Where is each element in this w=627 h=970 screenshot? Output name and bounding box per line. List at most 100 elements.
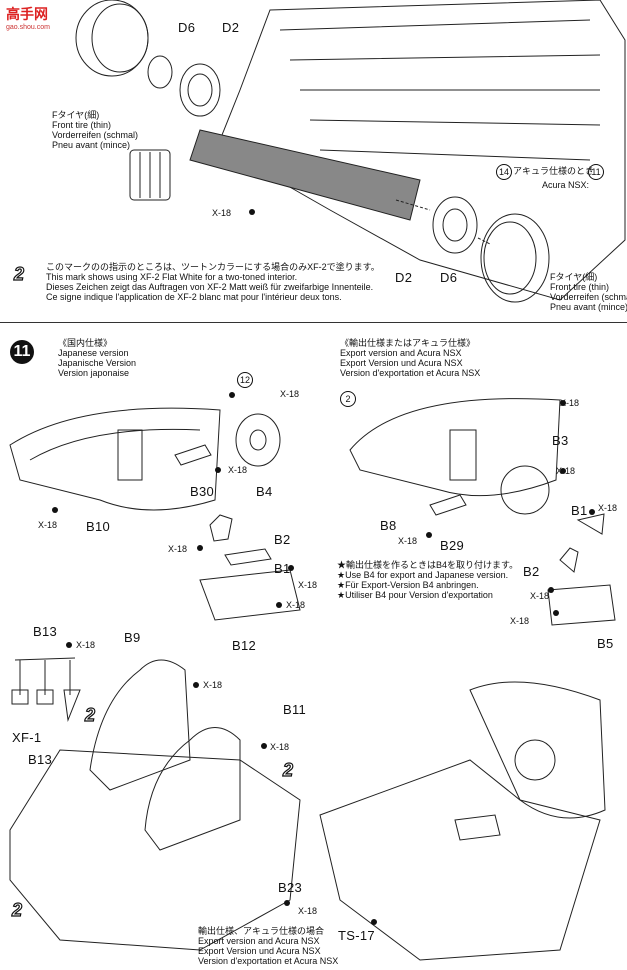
console-b5 — [547, 584, 616, 626]
esn-en: Export version and Acura NSX — [198, 936, 320, 946]
two-tone-mark-floor: 2 — [11, 899, 23, 920]
x18-left-f: X-18 — [286, 600, 306, 610]
ev-jp: 《輸出仕様またはアキュラ仕様》 — [340, 338, 476, 348]
part-b1-right: B1 — [571, 503, 588, 518]
jv-en: Japanese version — [58, 348, 129, 358]
part-b29: B29 — [440, 538, 465, 553]
seat-b11 — [144, 727, 241, 851]
x18-bottom-d: X-18 — [298, 906, 318, 916]
esn-jp: 輸出仕様、アキュラ仕様の場合 — [198, 926, 325, 936]
front-tire-right-label: Fタイヤ(細) Front tire (thin) Vorderreifen (… — [550, 272, 627, 312]
part-b23: B23 — [278, 880, 303, 895]
part-b8: B8 — [380, 518, 397, 533]
x18-bottom-a: X-18 — [76, 640, 96, 650]
step-number: 11 — [10, 340, 34, 364]
two-tone-fr: Ce signe indique l'application de XF-2 b… — [46, 292, 342, 302]
part-d2-top: D2 — [222, 20, 240, 35]
part-d6-top: D6 — [178, 20, 196, 35]
chassis-top — [219, 0, 626, 301]
x18-left-b: X-18 — [228, 465, 248, 475]
pedal-assembly — [14, 657, 76, 695]
part-xf1: XF-1 — [12, 730, 42, 745]
tire-left-de: Vorderreifen (schmal) — [52, 130, 139, 140]
tire-left-jp: Fタイヤ(細) — [52, 110, 100, 120]
part-b1-left: B1 — [274, 561, 291, 576]
tire-left-en: Front tire (thin) — [52, 120, 112, 130]
seat-b9 — [89, 659, 191, 791]
jv-de: Japanische Version — [58, 358, 137, 368]
tire-right-fr: Pneu avant (mince) — [550, 302, 627, 312]
x18-right-f: X-18 — [510, 616, 530, 626]
part-b9: B9 — [124, 630, 141, 645]
two-tone-mark-seat2: 2 — [282, 759, 294, 780]
b4-note-en: ★Use B4 for export and Japanese version. — [337, 570, 509, 580]
ref-2: 2 — [340, 391, 356, 407]
part-ts17: TS-17 — [338, 928, 375, 943]
x18-right-d: X-18 — [398, 536, 418, 546]
b4-note-fr: ★Utiliser B4 pour Version d'exportation — [337, 590, 493, 600]
part-d2-right: D2 — [395, 270, 413, 285]
steering-wheel-b4 — [235, 413, 281, 467]
part-b4: B4 — [256, 484, 273, 499]
front-bumper — [189, 129, 421, 221]
dashboard-export — [349, 398, 561, 497]
column-b29 — [429, 494, 467, 516]
watermark-brand: 高手网 — [6, 6, 48, 22]
tread-pattern — [129, 149, 171, 201]
front-tire-left-label: Fタイヤ(細) Front tire (thin) Vorderreifen (… — [52, 110, 138, 150]
japanese-version-label: 《国内仕様》 Japanese version Japanische Versi… — [58, 338, 136, 378]
part-b12: B12 — [232, 638, 257, 653]
tire-right-en: Front tire (thin) — [550, 282, 610, 292]
x18-right-c: X-18 — [598, 503, 618, 513]
column-b30 — [174, 444, 212, 466]
part-b2-left: B2 — [274, 532, 291, 547]
front-tire-right — [480, 213, 550, 303]
floor-pan — [9, 749, 301, 951]
two-tone-jp: このマークのの指示のところは、ツートンカラーにする場合のみXF-2で塗ります。 — [46, 262, 380, 272]
export-version-label: 《輸出仕様またはアキュラ仕様》 Export version and Acura… — [340, 338, 480, 378]
console-b12 — [199, 569, 301, 621]
ev-fr: Version d'exportation et Acura NSX — [340, 368, 481, 378]
wheel-d2-left — [179, 63, 221, 117]
ev-en: Export version and Acura NSX — [340, 348, 462, 358]
jv-jp: 《国内仕様》 — [58, 338, 113, 348]
x18-left-a: X-18 — [280, 389, 300, 399]
x18-bottom-b: X-18 — [203, 680, 223, 690]
ref-14: 14 — [496, 164, 512, 180]
esn-fr: Version d'exportation et Acura NSX — [198, 956, 339, 966]
x18-left-d: X-18 — [168, 544, 188, 554]
assembled-interior — [319, 759, 601, 961]
part-b11: B11 — [283, 702, 307, 717]
section-divider — [0, 322, 627, 323]
two-tone-mark: 2 — [13, 263, 25, 284]
two-tone-mark-seat: 2 — [84, 704, 96, 725]
tire-right-jp: Fタイヤ(細) — [550, 272, 598, 282]
ref-11: 11 — [588, 164, 604, 180]
part-x18-top: X-18 — [212, 208, 232, 218]
part-d6-right: D6 — [440, 270, 458, 285]
steering-wheel-b3 — [500, 465, 550, 515]
dashboard-japanese — [9, 407, 221, 511]
watermark-logo: 高手网 gao.shou.com — [6, 4, 50, 31]
two-tone-note: このマークのの指示のところは、ツートンカラーにする場合のみXF-2で塗ります。 … — [46, 262, 380, 302]
tire-left-fr: Pneu avant (mince) — [52, 140, 131, 150]
tire-right-de: Vorderreifen (schmal) — [550, 292, 627, 302]
part-b30: B30 — [190, 484, 215, 499]
wheel-d2-right — [432, 196, 478, 254]
x18-right-b: X-18 — [556, 466, 576, 476]
b4-note: ★輸出仕様を作るときはB4を取り付けます。 ★Use B4 for export… — [337, 560, 518, 600]
b4-note-jp: ★輸出仕様を作るときはB4を取り付けます。 — [337, 560, 519, 570]
x18-left-c: X-18 — [38, 520, 58, 530]
ev-de: Export Version und Acura NSX — [340, 358, 463, 368]
part-b5: B5 — [597, 636, 614, 651]
part-b2-right: B2 — [523, 564, 540, 579]
two-tone-de: Dieses Zeichen zeigt das Auftragen von X… — [46, 282, 374, 292]
watermark-url: gao.shou.com — [6, 24, 50, 31]
esn-de: Export Version und Acura NSX — [198, 946, 321, 956]
x18-right-e: X-18 — [530, 591, 550, 601]
acura-note-jp: アキュラ仕様のとき — [513, 166, 595, 176]
ref-12: 12 — [237, 372, 253, 388]
acura-note-en: Acura NSX: — [542, 180, 590, 190]
part-b13-bottom: B13 — [28, 752, 53, 767]
